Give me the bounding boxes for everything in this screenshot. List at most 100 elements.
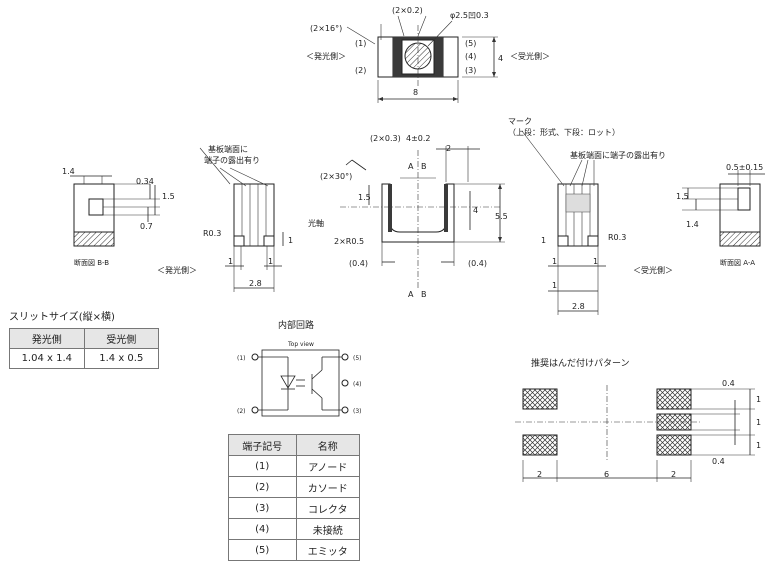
terminal-name: エミッタ — [295, 539, 360, 561]
internal-circuit: Top view (1) (2) (3) (4) (5) — [237, 341, 362, 417]
pitch-label: (2×0.2) — [392, 6, 423, 15]
center-dim-4: 4 — [473, 206, 478, 215]
hole-label: φ2.5凹0.3 — [450, 11, 489, 20]
bb-dim-07: 0.7 — [140, 222, 153, 231]
pin3-label: (3) — [465, 66, 476, 75]
solder-pattern: 0.4 0.4 1 1 1 2 6 2 — [515, 379, 761, 482]
solder-dim-2-left: 2 — [537, 470, 542, 479]
bottom-section-b: B — [421, 290, 427, 299]
terminal-header-no: 端子記号 — [228, 434, 297, 456]
top-emit-side: ＜発光側＞ — [306, 51, 346, 61]
solder-dim-6: 6 — [604, 470, 609, 479]
dim-04-right: (0.4) — [468, 259, 487, 268]
center-dim-55: 5.5 — [495, 212, 508, 221]
table-row: (5) エミッタ — [228, 539, 360, 561]
circuit-pin1: (1) — [237, 355, 246, 362]
face-note-2: 端子の露出有り — [204, 155, 260, 165]
pin4-label: (4) — [465, 52, 476, 61]
front-left-view: 基板端面に 端子の露出有り R0.3 1 1 1 2.8 ＜発光側＞ — [157, 144, 293, 292]
center-section-a: A — [408, 162, 414, 171]
right-dim-1d: 1 — [552, 281, 557, 290]
slit-value-emit: 1.04 x 1.4 — [9, 348, 85, 369]
center-section-b: B — [421, 162, 427, 171]
dim-2x03: (2×0.3) — [370, 134, 401, 143]
circuit-pin3: (3) — [353, 408, 362, 415]
left-dim-1c: 1 — [288, 236, 293, 245]
pin5-label: (5) — [465, 39, 476, 48]
section-bb: 1.4 0.34 1.5 0.7 断面図 B-B — [62, 167, 175, 267]
center-dim-15: 1.5 — [358, 193, 371, 202]
face-note-1: 基板端面に — [208, 144, 248, 154]
solder-dim-2-right: 2 — [671, 470, 676, 479]
circuit-pin5: (5) — [353, 355, 362, 362]
front-center-view: (2×0.3) 4±0.2 2 A B (2×30°) 1.5 4 5.5 光軸… — [308, 134, 508, 299]
top-view: 8 4 (2×16°) (2×0.2) φ2.5凹0.3 (1) (2) (5)… — [306, 6, 550, 103]
dim-04-left: (0.4) — [349, 259, 368, 268]
left-dim-28: 2.8 — [249, 279, 262, 288]
front-recv-side: ＜受光側＞ — [633, 265, 673, 275]
mark-note-1: マーク — [508, 117, 532, 126]
slit-size-title: スリットサイズ(縦×横) — [9, 312, 115, 323]
slit-size-table: 発光側 受光側 1.04 x 1.4 1.4 x 0.5 — [9, 328, 160, 369]
mark-note-2: （上段：形式、下段：ロット） — [508, 127, 620, 137]
terminal-name: アノード — [295, 455, 360, 477]
slit-value-recv: 1.4 x 0.5 — [83, 348, 160, 369]
circuit-pin4: (4) — [353, 381, 362, 388]
solder-dim-1a: 1 — [756, 395, 761, 404]
r03-left: R0.3 — [203, 229, 221, 238]
front-emit-side: ＜発光側＞ — [157, 265, 197, 275]
top-recv-side: ＜受光側＞ — [510, 51, 550, 61]
table-row: (1) アノード — [228, 455, 360, 477]
slit-header-emit: 発光側 — [9, 328, 85, 349]
right-dim-1a: 1 — [541, 236, 546, 245]
right-dim-1b: 1 — [552, 257, 557, 266]
terminal-header-name: 名称 — [295, 434, 360, 456]
terminal-no: (3) — [228, 497, 297, 519]
solder-dim-04-bottom: 0.4 — [712, 457, 725, 466]
slit-header-recv: 受光側 — [83, 328, 160, 349]
table-row: (3) コレクタ — [228, 497, 360, 519]
left-dim-1b: 1 — [268, 257, 273, 266]
angle-label: (2×16°) — [310, 24, 342, 33]
top-height-dim: 4 — [498, 54, 503, 63]
top-width-dim: 8 — [413, 88, 418, 97]
pin1-label: (1) — [355, 39, 366, 48]
terminal-name: 未接続 — [295, 518, 360, 540]
terminal-name: カソード — [295, 476, 360, 498]
aa-dim-15: 1.5 — [676, 192, 689, 201]
bottom-section-a: A — [408, 290, 414, 299]
terminal-no: (5) — [228, 539, 297, 561]
optical-axis-label: 光軸 — [308, 218, 324, 228]
solder-dim-1b: 1 — [756, 418, 761, 427]
dim-2: 2 — [446, 144, 451, 153]
right-dim-1c: 1 — [593, 257, 598, 266]
table-row: (4) 未接続 — [228, 518, 360, 540]
section-aa: 0.5±0.15 1.5 1.4 断面図 A-A — [676, 163, 765, 267]
dim-2x30: (2×30°) — [320, 172, 352, 181]
aa-dim-14: 1.4 — [686, 220, 699, 229]
bb-dim-14: 1.4 — [62, 167, 75, 176]
bb-label: 断面図 B-B — [74, 258, 109, 267]
front-right-view: マーク （上段：形式、下段：ロット） 基板端面に端子の露出有り R0.3 1 1… — [508, 117, 673, 315]
aa-label: 断面図 A-A — [720, 258, 755, 267]
dim-4pm02: 4±0.2 — [406, 134, 431, 143]
dim-2xr05: 2×R0.5 — [334, 237, 364, 246]
aa-dim-05: 0.5±0.15 — [726, 163, 763, 172]
r03-right: R0.3 — [608, 233, 626, 242]
terminal-no: (1) — [228, 455, 297, 477]
pin2-label: (2) — [355, 66, 366, 75]
face-note-right: 基板端面に端子の露出有り — [570, 150, 666, 160]
right-dim-28: 2.8 — [572, 302, 585, 311]
solder-dim-1c: 1 — [756, 441, 761, 450]
solder-pattern-title: 推奨はんだ付けパターン — [531, 359, 630, 369]
left-dim-1a: 1 — [228, 257, 233, 266]
terminal-name: コレクタ — [295, 497, 360, 519]
internal-circuit-title: 内部回路 — [278, 321, 315, 331]
bb-dim-15: 1.5 — [162, 192, 175, 201]
terminal-no: (4) — [228, 518, 297, 540]
bb-dim-034: 0.34 — [136, 177, 154, 186]
circuit-pin2: (2) — [237, 408, 246, 415]
terminal-table: 端子記号 名称 (1) アノード (2) カソード (3) コレクタ (4) 未… — [228, 434, 360, 561]
top-view-label: Top view — [287, 341, 314, 348]
terminal-no: (2) — [228, 476, 297, 498]
